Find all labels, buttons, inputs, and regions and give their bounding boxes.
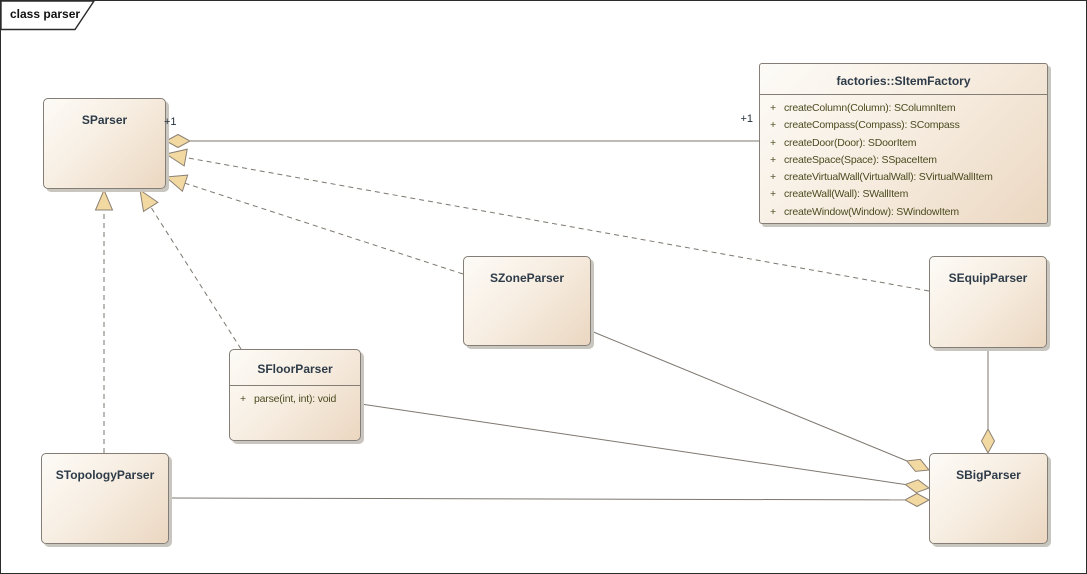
method-visibility: +	[770, 136, 776, 149]
method-signature: createDoor(Door): SDoorItem	[784, 136, 917, 149]
method-row: + createVirtualWall(VirtualWall): SVirtu…	[762, 169, 1045, 186]
class-box-szoneparser[interactable]: SZoneParser	[463, 256, 591, 346]
class-box-sbigparser[interactable]: SBigParser	[929, 453, 1048, 544]
aggregation-sbigparser-szoneparser-diamond-marker	[905, 458, 930, 472]
frame-tab-shape	[1, 1, 95, 31]
method-compartment: + parse(int, int): void	[230, 385, 360, 408]
method-row: + createCompass(Compass): SCompass	[762, 117, 1045, 134]
method-signature: createSpace(Space): SSpaceItem	[784, 153, 937, 166]
class-title: SZoneParser	[489, 271, 565, 285]
multiplicity-label-sparser-end: +1	[164, 116, 177, 128]
realization-szoneparser-sparser[interactable]	[184, 182, 464, 275]
method-signature: createVirtualWall(VirtualWall): SVirtual…	[784, 171, 993, 184]
method-visibility: +	[770, 188, 776, 201]
realization-sfloorparser-sparser-triangle-marker	[139, 188, 159, 213]
frame-title: class parser	[10, 7, 81, 21]
aggregation-sparser-sitemfactory-diamond-marker	[164, 133, 192, 149]
class-box-sparser[interactable]: SParser	[43, 98, 166, 189]
realization-szoneparser-sparser-triangle-marker	[164, 174, 189, 193]
method-row: + createSpace(Space): SSpaceItem	[762, 152, 1045, 169]
method-row: + createWindow(Window): SWindowItem	[762, 204, 1045, 221]
method-signature: createCompass(Compass): SCompass	[784, 119, 960, 132]
aggregation-sbigparser-sequipparser-diamond-marker	[980, 427, 996, 455]
method-visibility: +	[240, 393, 246, 405]
method-row: + createWall(Wall): SWallItem	[762, 186, 1045, 203]
method-signature: parse(int, int): void	[254, 393, 337, 405]
class-title: SParser	[81, 113, 128, 127]
method-visibility: +	[770, 119, 776, 132]
class-box-sequipparser[interactable]: SEquipParser	[929, 256, 1047, 348]
aggregation-sbigparser-szoneparser[interactable]	[590, 330, 907, 462]
frame-tab	[1, 1, 95, 31]
method-visibility: +	[770, 205, 776, 218]
method-row: + createColumn(Column): SColumnItem	[762, 100, 1045, 117]
realization-sequipparser-sparser-triangle-marker	[164, 148, 188, 167]
multiplicity-label-factory-end: +1	[740, 113, 753, 125]
aggregation-sbigparser-sfloorparser-diamond-marker	[904, 479, 931, 494]
class-box-stopologyparser[interactable]: STopologyParser	[41, 453, 169, 544]
method-row: + parse(int, int): void	[232, 391, 358, 408]
method-visibility: +	[770, 171, 776, 184]
class-title: SFloorParser	[257, 362, 333, 376]
method-signature: createWindow(Window): SWindowItem	[784, 205, 959, 218]
method-signature: createWall(Wall): SWallItem	[784, 188, 909, 201]
method-signature: createColumn(Column): SColumnItem	[784, 102, 956, 114]
class-title: factories::SItemFactory	[836, 74, 971, 88]
aggregation-sbigparser-stopologyparser-diamond-marker	[903, 492, 931, 508]
class-box-sitemfactory[interactable]: factories::SItemFactory + createColumn(C…	[759, 63, 1048, 224]
method-row: + createDoor(Door): SDoorItem	[762, 135, 1045, 152]
class-title: STopologyParser	[55, 468, 155, 482]
realization-sfloorparser-sparser[interactable]	[150, 206, 242, 350]
method-compartment: + createColumn(Column): SColumnItem + cr…	[760, 94, 1047, 221]
method-visibility: +	[770, 102, 776, 114]
class-box-sfloorparser[interactable]: SFloorParser + parse(int, int): void	[229, 349, 361, 441]
aggregation-sbigparser-stopologyparser[interactable]	[168, 497, 906, 501]
aggregation-sbigparser-sfloorparser[interactable]	[360, 403, 906, 485]
class-title: SBigParser	[956, 468, 1021, 482]
realization-stopologyparser-sparser-triangle-marker	[94, 188, 114, 211]
method-visibility: +	[770, 153, 776, 166]
class-title: SEquipParser	[948, 271, 1028, 285]
